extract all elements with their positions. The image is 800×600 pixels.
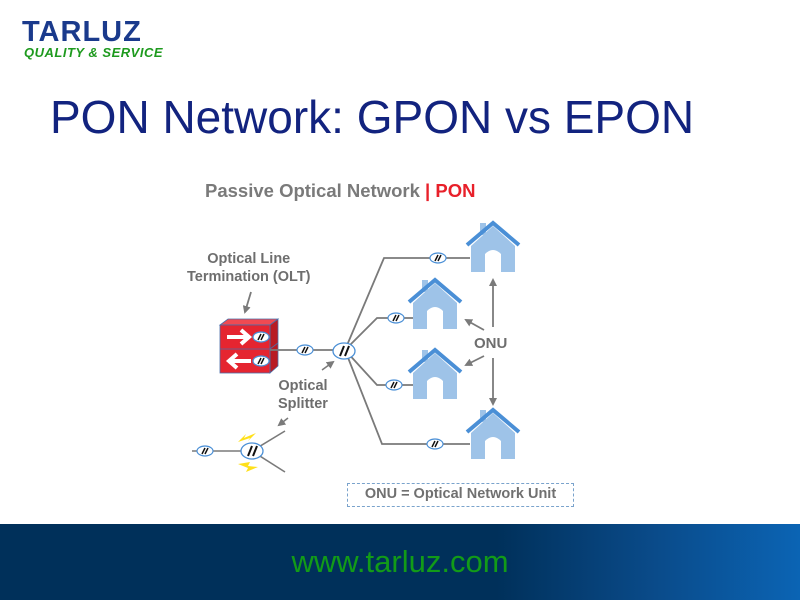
olt-label-line2: Termination (OLT) [187,269,311,285]
feeder-fiber [270,344,334,356]
onu-house-3 [407,348,463,401]
splitter-label-line1: Optical [278,378,328,394]
splitter-label-line2: Splitter [278,396,328,412]
optical-splitter [332,342,356,360]
onu-house-1 [465,221,521,274]
arrow-right-icon [227,328,253,346]
tarluz-logo: TARLUZ QUALITY & SERVICE [22,18,163,60]
olt-pointer-arrow [242,291,252,314]
footer-bar: www.tarluz.com [0,524,800,600]
diagram-subtitle: Passive Optical Network | PON [205,180,475,202]
onu-pointer-arrows [464,278,497,406]
onu-label: ONU [474,335,508,352]
subtitle-accent: PON [435,180,476,201]
onu-house-2 [407,278,463,331]
splitter-pointer-arrow [321,360,335,371]
onu-house-4 [465,408,521,461]
page-title: PON Network: GPON vs EPON [50,91,695,143]
splitter-detail [192,417,289,473]
website-link[interactable]: www.tarluz.com [291,544,509,579]
olt-device [218,318,280,374]
pon-diagram: Passive Optical Network | PON Optical Li… [187,180,574,507]
subtitle-separator: | [425,180,431,201]
splitter-label: Optical Splitter [278,377,328,413]
lightning-icon [238,433,258,472]
subtitle-main: Passive Optical Network [205,180,420,201]
logo-name: TARLUZ [22,16,142,48]
onu-legend: ONU = Optical Network Unit [347,483,574,507]
olt-label-line1: Optical Line [207,251,291,267]
olt-label: Optical Line Termination (OLT) [187,250,311,286]
distribution-fibers [344,252,470,450]
arrow-left-icon [225,352,251,370]
logo-tagline: QUALITY & SERVICE [24,45,164,60]
